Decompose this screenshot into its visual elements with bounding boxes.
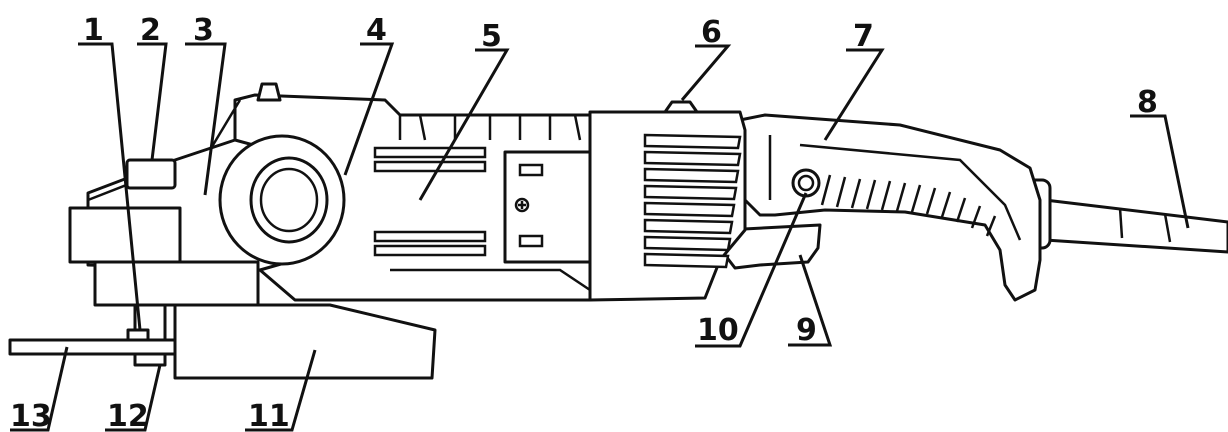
callout-12: 12 [107,399,149,432]
aux-handle-mount [218,134,346,266]
callout-labels: 1 2 3 4 5 6 7 8 9 10 11 12 13 [10,13,1158,432]
rear-handle [738,113,1042,302]
grip-ribs [820,174,997,237]
front-cap [68,206,182,264]
callout-11: 11 [248,399,290,432]
spindle-lock-button [663,100,699,114]
wheel-guard [173,303,437,380]
power-cord [1043,198,1228,254]
grinding-disc [8,338,177,356]
callout-13: 13 [10,399,52,432]
callout-3: 3 [193,13,214,48]
callout-1: 1 [83,13,104,48]
callout-5: 5 [481,19,502,54]
callout-8: 8 [1137,85,1158,120]
gear-head-base [93,260,260,307]
callout-9: 9 [796,313,817,348]
callout-2: 2 [140,13,161,48]
lock-off-button [791,168,821,198]
callout-4: 4 [366,13,387,48]
top-lug [256,82,282,102]
callout-6: 6 [701,15,722,50]
callout-7: 7 [853,19,874,54]
spindle-lock-top [125,158,177,190]
motor-housing [588,110,747,302]
callout-leaders [10,42,1190,432]
callout-10: 10 [697,313,739,348]
